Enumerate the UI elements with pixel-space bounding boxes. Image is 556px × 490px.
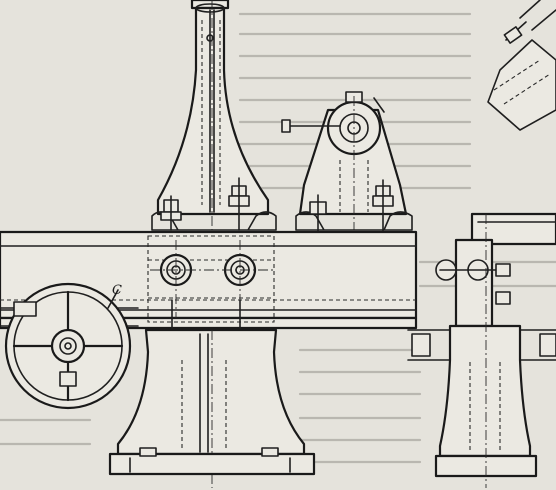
- side-view-upright: [454, 238, 494, 328]
- detail-block: [487, 39, 556, 131]
- pillar-base-bolts: [151, 177, 277, 231]
- pillar-body: [156, 6, 270, 216]
- flange-outline: [147, 235, 275, 323]
- handwheel-hub: [50, 328, 86, 364]
- bracket-with-pulley: [281, 91, 413, 233]
- support-column: [108, 328, 316, 488]
- handwheel-label: C: [112, 283, 122, 298]
- handwheel: C: [0, 282, 139, 410]
- beam-lower-flange: [0, 316, 418, 330]
- column-foot: [108, 452, 316, 476]
- flange-plate: [147, 235, 276, 323]
- oil-hole: [206, 34, 214, 42]
- side-view-column: [438, 324, 532, 458]
- side-view: [407, 212, 556, 488]
- shaft-coupling: [13, 301, 37, 317]
- column-body: [116, 328, 306, 456]
- detail-view: [487, 0, 556, 131]
- tall-pillar: [156, 0, 270, 230]
- handwheel-key: [59, 371, 77, 387]
